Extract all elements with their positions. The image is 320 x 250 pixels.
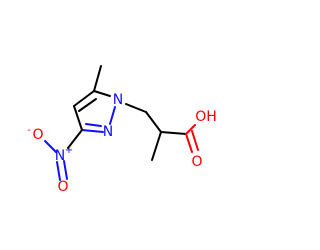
bond-n2-n1 <box>109 106 116 125</box>
bond-c-oh <box>185 124 196 135</box>
bond-c3-nnitro <box>67 129 83 149</box>
bond-ch-cooh <box>160 131 187 135</box>
atom-o-hydroxyl: OH <box>195 109 217 125</box>
bond-n1-ch2 <box>125 103 147 113</box>
bond-nnitro-o-double-b <box>63 160 68 180</box>
bond-n1-c5 <box>93 90 111 97</box>
bond-c-o-double-a <box>185 133 193 153</box>
atom-o-nitro-1: O <box>32 127 43 143</box>
atom-o-nitro-2: O <box>57 179 68 195</box>
bond-c4-c5-double <box>78 98 97 112</box>
bond-c-o-double-b <box>191 130 199 151</box>
bond-nnitro-o-single <box>44 140 57 153</box>
bond-ch-methyl <box>151 131 162 161</box>
atom-n-nitro-charge: + <box>65 145 73 156</box>
atom-n1: N <box>113 92 123 108</box>
atom-o-nitro-1-charge: - <box>27 125 31 136</box>
bond-c3-n2-double <box>85 123 102 127</box>
bond-c4-c3 <box>73 105 83 131</box>
bond-nnitro-o-double-a <box>56 161 61 181</box>
bond-ch2-ch <box>145 111 162 133</box>
molecule-diagram: N N N + O - O OH O <box>27 65 217 195</box>
structure-canvas: N N N + O - O OH O <box>27 65 217 195</box>
bond-c5-c4 <box>73 90 95 107</box>
atom-n-nitro: N <box>55 148 65 164</box>
atom-o-carbonyl: O <box>191 154 202 170</box>
atom-n2: N <box>103 124 113 140</box>
bond-c3-n2 <box>81 129 104 133</box>
bond-c5-methyl <box>93 65 102 92</box>
